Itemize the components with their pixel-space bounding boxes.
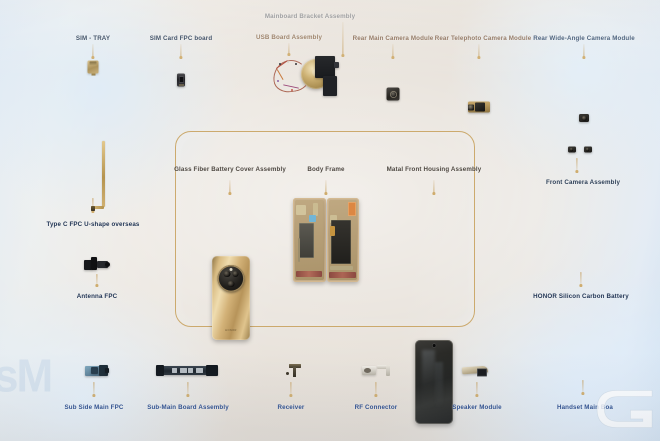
leader-line-speaker-module [475, 382, 479, 397]
leader-line-body-frame [324, 180, 328, 195]
component-group-highlight-box [175, 131, 475, 327]
part-label-sim-tray: SIM - TRAY [75, 35, 111, 42]
leader-line-antenna-fpc [95, 274, 99, 287]
part-label-rear-telephoto-camera-module: Rear Telephoto Camera Module [434, 35, 532, 42]
part-label-metal-front-housing-assembly: Matal Front Housing Assembly [386, 166, 482, 173]
part-image-glass-fiber-battery-cover-assembly: HONOR [212, 256, 250, 340]
part-label-mainboard-bracket-assembly: Mainboard Bracket Assembly [264, 13, 356, 20]
leader-line-handset-main-board [581, 380, 585, 395]
leader-line-rf-connector [374, 382, 378, 397]
leader-line-rear-wide-angle-camera-module [582, 44, 586, 59]
part-label-type-c-fpc-u-shape-overseas: Type C FPC U-shape overseas [46, 221, 140, 228]
part-label-glass-fiber-battery-cover-assembly: Glass Fiber Battery Cover Assembly [174, 166, 286, 173]
part-image-sub-side-main-fpc [85, 364, 109, 378]
part-label-handset-main-board: Handset Main Boa [556, 404, 614, 411]
leader-line-honor-silicon-carbon-battery [579, 272, 583, 287]
part-image-sub-main-board-assembly [156, 365, 218, 377]
leader-line-type-c-fpc-u-shape-overseas [91, 198, 95, 213]
part-image-rear-telephoto-camera-module [468, 101, 490, 113]
part-image-body-frame [293, 198, 359, 282]
leader-line-metal-front-housing-assembly [432, 180, 436, 195]
part-label-sub-side-main-fpc: Sub Side Main FPC [64, 404, 124, 411]
part-image-metal-front-housing-assembly [415, 340, 453, 424]
part-image-rf-connector [362, 364, 392, 378]
leader-line-rear-main-camera-module [391, 44, 395, 59]
part-label-body-frame: Body Frame [307, 166, 345, 173]
part-image-type-c-fpc-u-shape-overseas [91, 141, 107, 219]
leader-line-usb-board-assembly [287, 43, 291, 56]
watermark-gsmarena-g-logo [592, 383, 654, 435]
part-label-rear-main-camera-module: Rear Main Camera Module [352, 35, 434, 42]
leader-line-sub-side-main-fpc [92, 382, 96, 397]
part-image-front-camera-assembly [568, 146, 592, 154]
part-label-antenna-fpc: Antenna FPC [76, 293, 118, 300]
leader-line-glass-fiber-battery-cover-assembly [228, 180, 232, 195]
part-label-sub-main-board-assembly: Sub-Main Board Assembly [147, 404, 229, 411]
part-image-sim-card-fpc-board [177, 73, 185, 87]
part-image-sim-tray [87, 60, 99, 76]
part-label-rear-wide-angle-camera-module: Rear Wide-Angle Camera Module [533, 35, 635, 42]
part-label-speaker-module: Speaker Module [452, 404, 502, 411]
part-image-rear-main-camera-module [386, 87, 400, 101]
leader-line-sim-card-fpc-board [179, 44, 183, 59]
part-label-receiver: Receiver [277, 404, 305, 411]
part-label-usb-board-assembly: USB Board Assembly [255, 34, 323, 41]
leader-line-mainboard-bracket-assembly [341, 22, 345, 57]
part-label-sim-card-fpc-board: SIM Card FPC board [149, 35, 213, 42]
leader-line-front-camera-assembly [575, 158, 579, 173]
part-image-speaker-module [461, 365, 492, 378]
leader-line-sub-main-board-assembly [186, 382, 190, 397]
leader-line-rear-telephoto-camera-module [477, 44, 481, 59]
part-image-rear-wide-angle-camera-module [579, 114, 589, 122]
part-image-antenna-fpc [84, 257, 110, 271]
leader-line-receiver [289, 382, 293, 397]
watermark-left-text: sM [0, 350, 53, 403]
part-label-honor-silicon-carbon-battery: HONOR Silicon Carbon Battery [533, 293, 629, 300]
part-image-usb-board-assembly [270, 54, 349, 98]
part-label-front-camera-assembly: Front Camera Assembly [545, 179, 621, 186]
part-label-rf-connector: RF Connector [354, 404, 398, 411]
leader-line-sim-tray [91, 44, 95, 59]
part-image-receiver [285, 364, 301, 378]
